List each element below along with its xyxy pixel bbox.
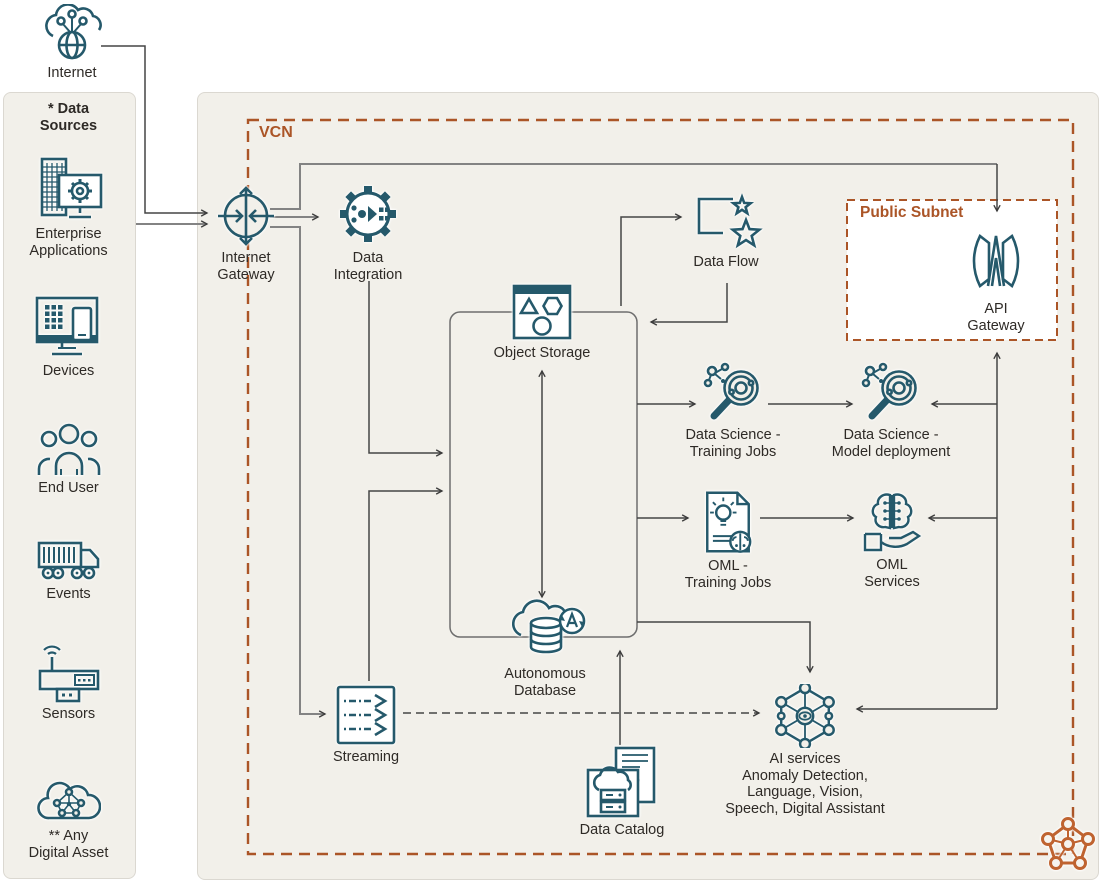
node-data-science-training: Data Science - Training Jobs: [658, 362, 808, 460]
enterprise-applications-label: Enterprise Applications: [29, 226, 108, 259]
node-any-digital-asset: ** Any Digital Asset: [3, 773, 134, 861]
pentagon-network-icon: [1040, 817, 1096, 871]
node-internet: Internet: [17, 4, 127, 82]
data-science-training-icon: [658, 362, 808, 424]
ai-services-icon: [695, 684, 915, 748]
internet-gateway-label: Internet Gateway: [217, 250, 275, 283]
oml-training-icon: [658, 489, 798, 555]
node-ai-services: AI services Anomaly Detection, Language,…: [695, 684, 915, 817]
sensors-icon: [3, 645, 134, 703]
line-internet-to-gateway: [101, 45, 209, 217]
digital-asset-cloud-icon: [3, 773, 134, 825]
streaming-icon: [311, 684, 421, 746]
autonomous-database-icon: [480, 597, 610, 663]
node-oml-training: OML - Training Jobs: [658, 489, 798, 591]
public-subnet-box: [846, 199, 1058, 341]
ai-services-label: AI services Anomaly Detection, Language,…: [725, 751, 885, 817]
streaming-label: Streaming: [332, 749, 400, 765]
vcn-label: VCN: [259, 124, 293, 141]
connector-lines: [101, 45, 1001, 745]
line-gateway-to-streaming: [270, 226, 327, 718]
devices-icon: [3, 292, 134, 360]
node-data-catalog: Data Catalog: [557, 745, 687, 839]
data-science-model-label: Data Science - Model deployment: [831, 427, 951, 460]
line-data-flow-to-storage: [649, 283, 728, 326]
oml-services-icon: [832, 490, 952, 554]
object-storage-icon: [477, 282, 607, 342]
node-devices: Devices: [3, 292, 134, 380]
sensors-label: Sensors: [41, 706, 96, 722]
data-science-training-label: Data Science - Training Jobs: [685, 427, 781, 460]
node-enterprise-applications: Enterprise Applications: [3, 153, 134, 259]
node-end-user: End User: [3, 423, 134, 497]
any-digital-asset-label: ** Any Digital Asset: [28, 828, 109, 861]
node-object-storage: Object Storage: [477, 282, 607, 362]
api-gateway-icon: [941, 224, 1051, 298]
node-autonomous-database: Autonomous Database: [480, 597, 610, 699]
node-data-science-model: Data Science - Model deployment: [806, 362, 976, 460]
node-events: Events: [3, 535, 134, 603]
devices-label: Devices: [42, 363, 95, 379]
internet-cloud-icon: [17, 4, 127, 62]
sidebar-title: * Data Sources: [3, 98, 134, 134]
oml-services-label: OML Services: [864, 557, 920, 590]
oml-training-label: OML - Training Jobs: [684, 558, 772, 591]
vcn-border: [246, 118, 1075, 856]
enterprise-applications-icon: [3, 153, 134, 223]
line-data-integration-to-storage: [368, 281, 444, 457]
end-user-icon: [3, 423, 134, 477]
data-flow-label: Data Flow: [693, 254, 759, 270]
node-vcn-corner-pentagon: [1040, 817, 1096, 871]
object-storage-label: Object Storage: [493, 345, 591, 361]
line-gateway-to-top: [270, 163, 997, 210]
data-catalog-icon: [557, 745, 687, 819]
line-storage-to-data-flow: [620, 213, 683, 306]
public-subnet-label: Public Subnet: [860, 204, 964, 221]
internet-label: Internet: [47, 65, 97, 81]
api-gateway-label: API Gateway: [967, 301, 1025, 334]
sidebar-title-label: * Data Sources: [39, 101, 98, 134]
data-flow-icon: [671, 193, 781, 251]
data-sources-panel: [3, 92, 136, 879]
end-user-label: End User: [38, 480, 99, 496]
node-sensors: Sensors: [3, 645, 134, 723]
data-catalog-label: Data Catalog: [579, 822, 665, 838]
data-science-model-icon: [806, 362, 976, 424]
line-streaming-to-storage: [368, 487, 444, 681]
node-internet-gateway: Internet Gateway: [191, 185, 301, 283]
node-data-integration: Data Integration: [308, 181, 428, 283]
data-integration-icon: [308, 181, 428, 247]
node-api-gateway: API Gateway: [941, 224, 1051, 334]
node-oml-services: OML Services: [832, 490, 952, 590]
data-integration-label: Data Integration: [333, 250, 403, 283]
node-streaming: Streaming: [311, 684, 421, 766]
trunk-lines: [136, 163, 997, 718]
autonomous-database-label: Autonomous Database: [504, 666, 586, 699]
internet-gateway-icon: [191, 185, 301, 247]
line-adb-to-ai-services: [637, 621, 814, 674]
events-label: Events: [46, 586, 91, 602]
events-truck-icon: [3, 535, 134, 583]
node-data-flow: Data Flow: [671, 193, 781, 271]
